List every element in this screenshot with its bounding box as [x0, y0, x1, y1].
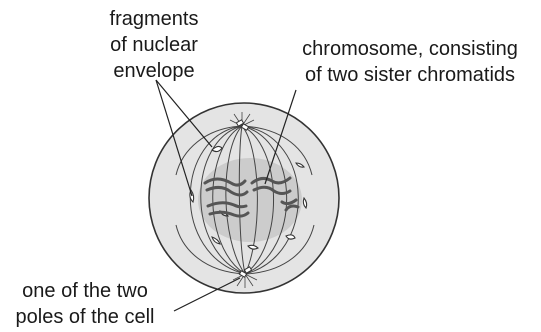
label-line: envelope: [94, 58, 214, 84]
label-line: of two sister chromatids: [280, 62, 540, 88]
label-line: one of the two: [0, 278, 170, 304]
label-line: fragments: [94, 6, 214, 32]
label-line: of nuclear: [94, 32, 214, 58]
label-cell-pole: one of the two poles of the cell: [0, 278, 170, 330]
label-line: chromosome, consisting: [280, 36, 540, 62]
label-nuclear-envelope-fragments: fragments of nuclear envelope: [94, 6, 214, 84]
label-chromosome: chromosome, consisting of two sister chr…: [280, 36, 540, 88]
label-line: poles of the cell: [0, 304, 170, 330]
